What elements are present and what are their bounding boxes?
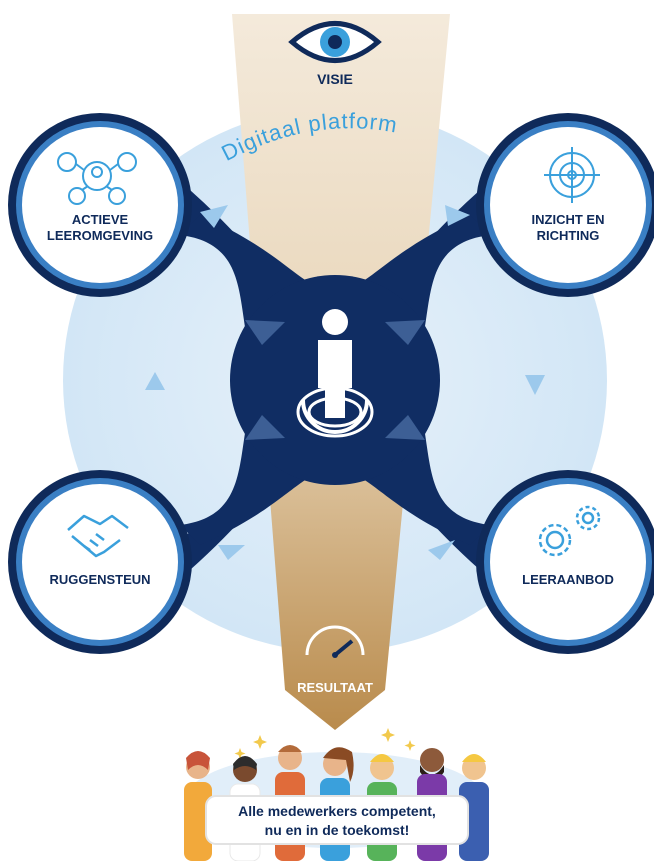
node-actieve-leeromgeving — [8, 113, 192, 297]
sparkles — [234, 728, 416, 759]
node-leeraanbod — [476, 470, 654, 654]
speedometer-icon — [305, 625, 365, 658]
hub-arrows — [245, 320, 425, 440]
bottom-label: RESULTAAT — [297, 680, 373, 695]
node-label-leeraanbod: LEERAANBOD — [522, 572, 614, 587]
person-icon — [296, 309, 374, 438]
node-inzicht-en-richting — [476, 113, 654, 297]
gears-icon — [538, 505, 601, 557]
eye-icon — [288, 21, 382, 63]
banner-line-2: nu en in de toekomst! — [264, 822, 410, 838]
node-ruggensteun — [8, 470, 192, 654]
cycle-arrows — [145, 205, 545, 560]
target-icon — [544, 147, 600, 203]
node-label-ruggensteun: RUGGENSTEUN — [49, 572, 151, 587]
top-label: VISIE — [317, 71, 353, 87]
banner-text: Alle medewerkers competent, nu en in de … — [212, 802, 462, 840]
node-label-actieve-leeromgeving: ACTIEVE LEEROMGEVING — [46, 212, 154, 243]
banner — [205, 795, 469, 845]
network-people-icon — [57, 152, 137, 205]
node-label-inzicht-en-richting: INZICHT EN RICHTING — [531, 212, 605, 243]
banner-line-1: Alle medewerkers competent, — [238, 803, 436, 819]
handshake-icon — [67, 514, 129, 558]
